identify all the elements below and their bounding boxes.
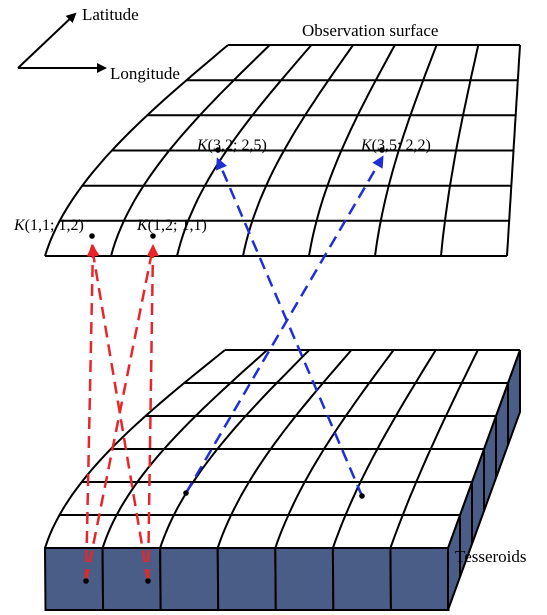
label-k-3-2-2-5: K(3,2; 2,5) bbox=[196, 137, 267, 154]
label-k-1-2-1-1: K(1,2; 1,1) bbox=[136, 217, 207, 234]
tesseroid-front-face bbox=[274, 547, 335, 611]
observation-surface-grid bbox=[44, 44, 521, 257]
axis-indicator: Latitude Longitude bbox=[17, 5, 180, 83]
point-k-3-5-2-2 bbox=[379, 147, 385, 153]
longitude-label: Longitude bbox=[110, 64, 180, 83]
point-k-1-1-1-2 bbox=[89, 233, 95, 239]
tesseroid-front-face bbox=[159, 547, 220, 611]
label-k-3-5-2-2: K(3,5; 2,2) bbox=[360, 137, 431, 154]
observation-surface-title: Observation surface bbox=[302, 21, 438, 40]
tesseroid-point-1 bbox=[83, 578, 89, 584]
tesseroids-title: Tesseroids bbox=[455, 547, 527, 566]
blue-arrow-1 bbox=[184, 155, 384, 494]
tesseroid-point-4 bbox=[359, 493, 365, 499]
tesseroid-top-grid bbox=[44, 349, 521, 549]
tesseroid-side-faces bbox=[43, 349, 521, 611]
blue-arrow-2 bbox=[216, 157, 364, 497]
label-k-1-1-1-2: K(1,1; 1,2) bbox=[13, 217, 84, 234]
tesseroid-points bbox=[83, 490, 365, 584]
tesseroid-point-2 bbox=[145, 578, 151, 584]
observation-points bbox=[89, 147, 385, 239]
tesseroid-point-3 bbox=[183, 490, 189, 496]
tesseroid-front-face bbox=[43, 547, 105, 611]
projection-arrows bbox=[84, 155, 384, 582]
tesseroid-block bbox=[43, 349, 521, 611]
tesseroid-front-face bbox=[331, 547, 392, 611]
latitude-label: Latitude bbox=[82, 5, 139, 24]
tesseroid-front-face bbox=[216, 547, 277, 611]
point-k-3-2-2-5 bbox=[215, 147, 221, 153]
tesseroid-front-face bbox=[389, 547, 450, 611]
tesseroid-front-face bbox=[101, 547, 162, 611]
latitude-arrow bbox=[17, 12, 77, 69]
point-k-1-2-1-1 bbox=[150, 233, 156, 239]
